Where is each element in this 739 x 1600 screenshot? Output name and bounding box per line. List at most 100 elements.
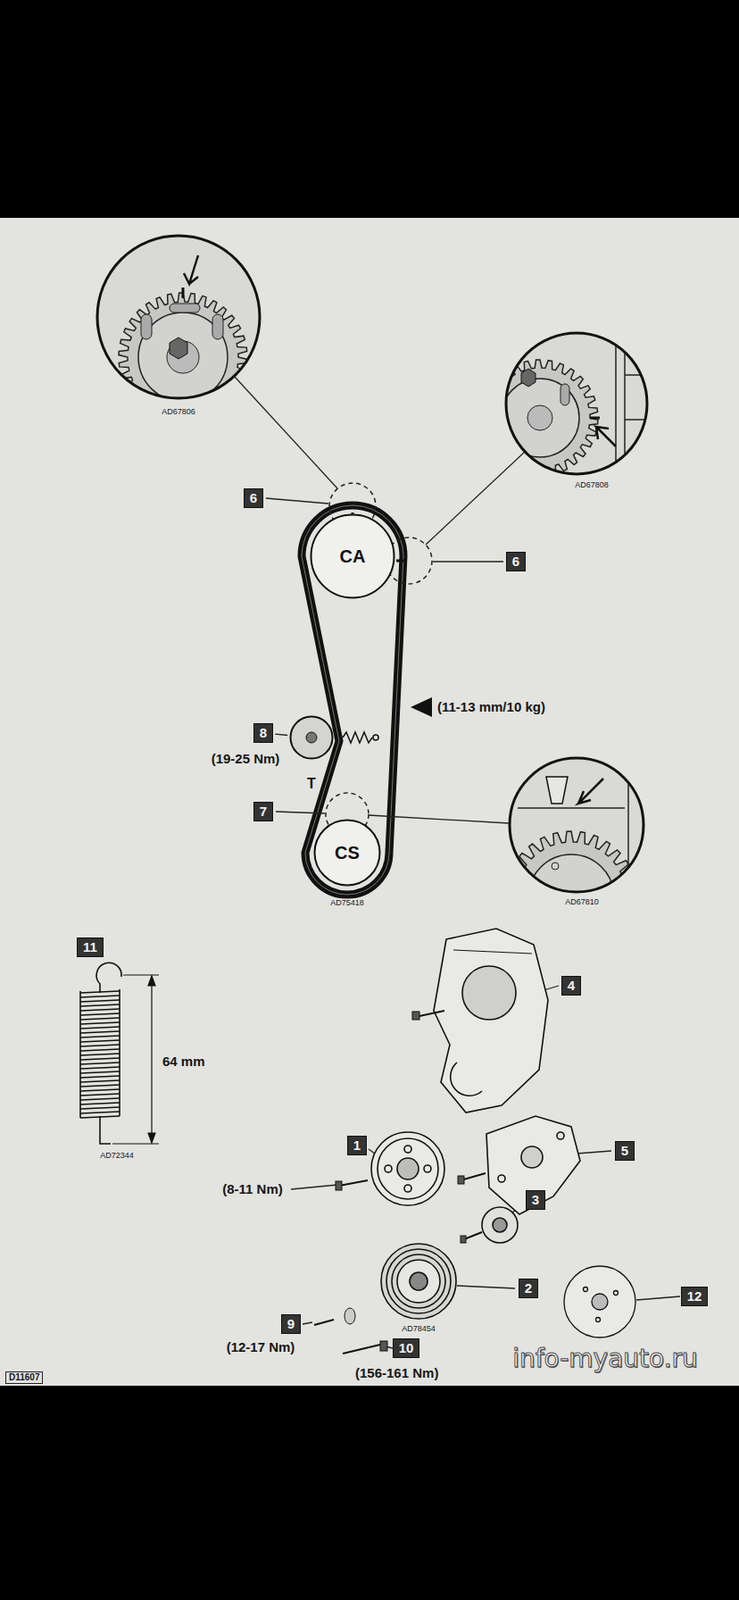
part-label: CS	[334, 842, 360, 864]
part-label: T	[307, 775, 316, 792]
spring-coil	[80, 1106, 120, 1109]
spring-coil	[80, 1079, 120, 1082]
circle-outline	[290, 716, 333, 759]
spring-coil	[80, 1030, 120, 1033]
circle-outline	[311, 514, 395, 598]
callout-number: 12	[680, 1286, 709, 1306]
dimension-line	[112, 974, 159, 1144]
tensioner-spring	[342, 731, 373, 743]
callout-number: 6	[243, 488, 264, 508]
spring-coil	[80, 1097, 120, 1100]
figure-code: AD78454	[401, 1323, 436, 1333]
sprocket	[118, 292, 248, 422]
callout-text: 10	[398, 1339, 415, 1356]
callout-number: 11	[76, 937, 104, 957]
spring-coil	[80, 1053, 120, 1055]
detail-view	[481, 330, 652, 482]
callout-text: 11	[83, 938, 98, 955]
callout-number: 5	[614, 1140, 635, 1161]
callout-text: 8	[259, 724, 267, 741]
sprocket-circle: CA	[309, 513, 396, 599]
detail-outline	[97, 235, 648, 892]
housing-edge	[517, 767, 629, 884]
sprocket-circle: CS	[313, 818, 382, 887]
callout-text: 4	[567, 977, 575, 994]
callout-text: 5	[621, 1142, 629, 1159]
detail-view	[504, 754, 652, 964]
tensioner-pulley: T	[289, 714, 334, 760]
hex-bolt	[169, 337, 188, 359]
spring-coil	[80, 1035, 120, 1038]
spring-coil	[80, 1093, 120, 1096]
callout-number: 3	[525, 1189, 546, 1210]
figure-code: AD67810	[564, 896, 599, 906]
spring-coil	[80, 999, 120, 1002]
figure-code: AD67808	[574, 480, 609, 490]
callout-text: 7	[259, 803, 267, 820]
spring-coil	[80, 1066, 120, 1069]
spring	[80, 962, 122, 1144]
pulley	[371, 1131, 445, 1205]
spring-coil	[80, 1039, 120, 1042]
watermark: info-myauto.ru	[512, 1344, 698, 1373]
spring-coil	[118, 988, 121, 1116]
spring-coil	[80, 1057, 120, 1060]
spring-coil	[80, 1071, 120, 1073]
spring-coil	[80, 1021, 120, 1024]
figure-code: AD75418	[330, 897, 365, 907]
torque-value: (19-25 Nm)	[211, 750, 281, 766]
mark-arrow	[578, 778, 604, 804]
callout-text: 3	[531, 1191, 540, 1208]
leader-line	[274, 733, 288, 735]
spring-coil	[79, 990, 82, 1118]
spring-coil	[80, 1075, 120, 1078]
timing-belt	[301, 505, 404, 895]
timing-cover	[433, 928, 549, 1113]
spring-coil	[80, 990, 120, 993]
spring-coil	[80, 1026, 120, 1029]
circle-outline	[315, 820, 381, 886]
belt-line	[301, 505, 404, 895]
spring-coil	[80, 1088, 120, 1091]
spring-coil	[80, 1062, 120, 1064]
timing-mark	[182, 287, 185, 299]
spring-anchor	[373, 734, 379, 740]
callout-text: 9	[287, 1315, 295, 1332]
tensioner-hub	[306, 731, 317, 743]
spring-coil	[80, 995, 120, 997]
guide-plate	[564, 1265, 636, 1337]
callout-text: 6	[249, 489, 258, 507]
crank-pulley	[381, 1243, 457, 1319]
callout-text: 6	[512, 553, 520, 570]
callout-number: 9	[281, 1313, 301, 1334]
hex-bolt	[521, 368, 536, 387]
bolt	[412, 1010, 445, 1020]
torque-value: (156-161 Nm)	[355, 1364, 439, 1380]
spring-coil	[80, 1044, 120, 1047]
callout-text: 1	[353, 1137, 361, 1154]
sprocket-hole	[551, 862, 559, 870]
timing-mark	[589, 416, 600, 420]
belt-tension: (11-13 mm/10 kg)	[437, 698, 546, 715]
mark-arrow	[596, 426, 616, 447]
sprocket-web	[528, 854, 615, 940]
sprocket-slot	[169, 303, 200, 313]
callout-number: 6	[506, 551, 526, 572]
sprocket-slot	[212, 314, 224, 340]
callout-number: 8	[253, 722, 274, 743]
callout-number: 2	[518, 1278, 539, 1298]
callout-number: 10	[392, 1337, 421, 1358]
spring-coil	[80, 1004, 120, 1006]
figure-code: AD67806	[161, 406, 196, 416]
mark-arrow	[183, 255, 199, 284]
figure-code: D11607	[5, 1370, 43, 1384]
callout-number: 7	[253, 801, 274, 822]
spring-coil	[80, 1084, 120, 1087]
spring-coil	[80, 1115, 120, 1118]
sprocket-web	[138, 312, 228, 402]
spring-coil	[80, 1013, 120, 1015]
torque-value: (12-17 Nm)	[226, 1338, 296, 1354]
callout-text: 2	[524, 1279, 532, 1296]
sprocket-web	[500, 378, 580, 457]
